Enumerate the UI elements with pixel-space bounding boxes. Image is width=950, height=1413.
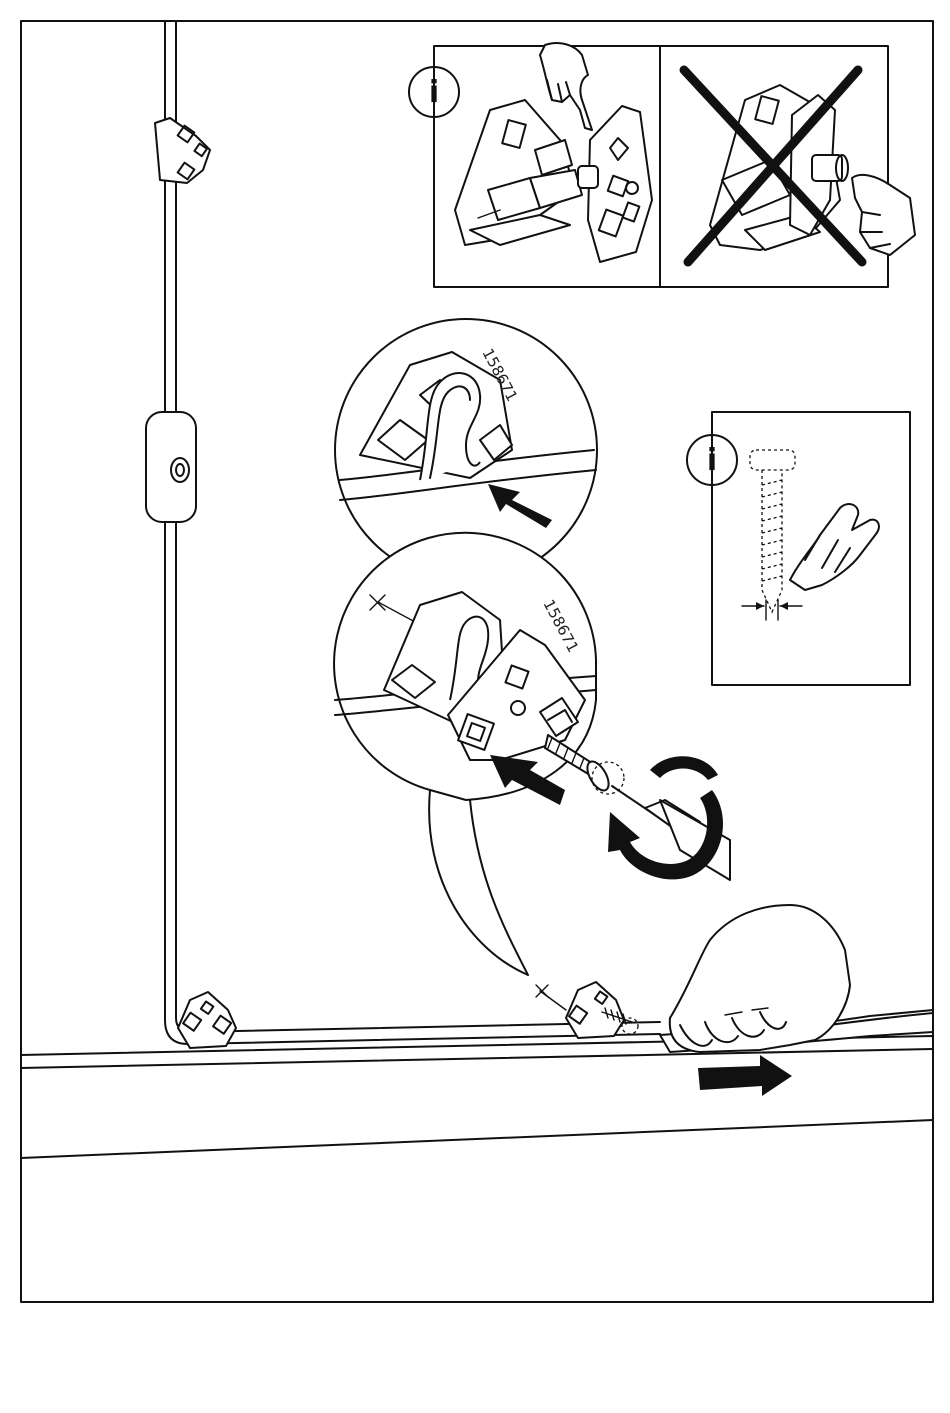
info-icon-glyph-2: i bbox=[707, 443, 717, 478]
pull-arrow-icon bbox=[698, 1055, 792, 1096]
hand-pressing-icon bbox=[852, 175, 915, 255]
callout-tail bbox=[429, 790, 528, 975]
floor-lines bbox=[21, 1036, 933, 1158]
cable-clip-floor bbox=[536, 982, 638, 1038]
screw-dashed-icon bbox=[742, 450, 802, 620]
info-box-clip-orientation: i bbox=[409, 43, 915, 287]
detail-circle-mount-clip: 158671 bbox=[334, 533, 596, 805]
cable-clip-top bbox=[155, 118, 210, 183]
info-icon: i bbox=[687, 435, 737, 485]
info-icon-glyph: i bbox=[429, 75, 439, 110]
hand-pulling-cable bbox=[660, 905, 933, 1052]
cable-switch bbox=[146, 412, 196, 522]
pointing-hand-icon bbox=[790, 504, 879, 590]
cable-clip-corner bbox=[178, 992, 236, 1048]
clip-correct-illustration bbox=[455, 100, 652, 262]
info-box-screw: i bbox=[687, 412, 910, 685]
pointing-hand-icon bbox=[540, 43, 592, 130]
info-icon: i bbox=[409, 67, 459, 117]
